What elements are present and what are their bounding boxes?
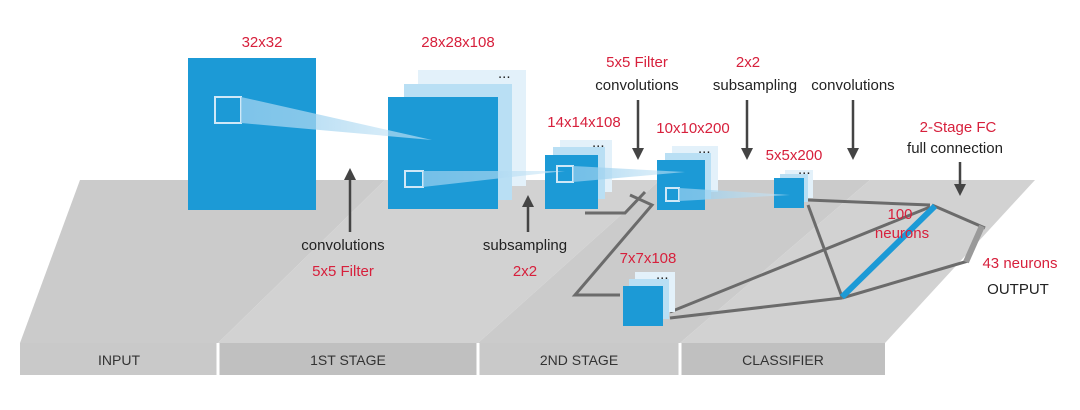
branch-feature-map <box>623 286 663 326</box>
ellipsis-icon: ... <box>698 140 711 157</box>
arrows <box>344 100 966 232</box>
label-output: OUTPUT <box>987 281 1049 298</box>
ellipsis-icon: ... <box>798 161 811 178</box>
output-layer-neurons <box>963 224 985 264</box>
label-fc-type: 2-Stage FC <box>920 119 997 136</box>
hidden-layer-neurons <box>839 203 938 300</box>
pool2-feature-map <box>774 178 804 208</box>
label-subsampling-2-size: 2x2 <box>736 54 760 71</box>
ellipsis-icon: ... <box>592 134 605 151</box>
label-subsampling-1-size: 2x2 <box>513 263 537 280</box>
platform-classifier <box>680 180 1035 343</box>
projection-beam <box>573 166 685 182</box>
conv1-feature-map <box>388 97 498 209</box>
ellipsis-icon: ... <box>656 266 669 283</box>
platform-2nd-stage <box>478 180 870 343</box>
arrow-conv1-head <box>344 168 356 180</box>
dimension-stage1: 28x28x108 <box>421 34 494 51</box>
label-conv1-filter: 5x5 Filter <box>312 263 374 280</box>
dimension-branch: 7x7x108 <box>620 250 677 267</box>
label-conv3: convolutions <box>811 77 894 94</box>
label-subsampling-1: subsampling <box>483 237 567 254</box>
ellipsis-icon: ... <box>498 65 511 82</box>
arrow-conv3-head <box>847 148 859 160</box>
dimension-input: 32x32 <box>242 34 283 51</box>
platform-input <box>20 180 385 343</box>
projection-beam <box>679 188 790 201</box>
label-conv2: convolutions <box>595 77 678 94</box>
label-subsampling-2: subsampling <box>713 77 797 94</box>
projection-beam <box>423 171 565 187</box>
label-hidden-count: 100 <box>887 206 912 223</box>
label-full-connection: full connection <box>907 140 1003 157</box>
stage-bar-1st-stage <box>218 343 478 375</box>
stage-label-2nd-stage: 2ND STAGE <box>540 352 618 368</box>
label-output-neurons: 43 neurons <box>982 255 1057 272</box>
projection-beam <box>241 97 432 140</box>
stage-bar-input <box>20 343 218 375</box>
connector-branch-to-hidden-top <box>669 205 931 314</box>
stage-bar-classifier <box>680 343 885 375</box>
connector-pool2-to-hidden-top <box>807 198 931 207</box>
dimension-pool1: 14x14x108 <box>547 114 620 131</box>
arrow-sub2-head <box>741 148 753 160</box>
input-block <box>188 58 316 210</box>
arrow-conv2-head <box>632 148 644 160</box>
connector-hidden-top-to-output <box>931 203 986 230</box>
connector-lines <box>571 190 986 320</box>
arrow-fc-head <box>954 184 966 196</box>
stage-label-input: INPUT <box>98 352 140 368</box>
platform-1st-stage <box>218 180 660 343</box>
stage-bar-2nd-stage <box>478 343 680 375</box>
connector-hidden-bottom-to-output <box>841 259 969 300</box>
label-conv2-filter: 5x5 Filter <box>606 54 668 71</box>
connector-pool1-to-branch <box>571 193 655 297</box>
stage-label-1st-stage: 1ST STAGE <box>310 352 386 368</box>
arrow-sub1-head <box>522 195 534 207</box>
label-hidden-neurons: neurons <box>875 225 929 242</box>
dimension-pool2: 5x5x200 <box>766 147 823 164</box>
stage-label-classifier: CLASSIFIER <box>742 352 824 368</box>
connector-branch-to-hidden-bottom <box>669 296 843 320</box>
label-conv1: convolutions <box>301 237 384 254</box>
dimension-conv2: 10x10x200 <box>656 120 729 137</box>
conv2-feature-map <box>657 160 705 210</box>
